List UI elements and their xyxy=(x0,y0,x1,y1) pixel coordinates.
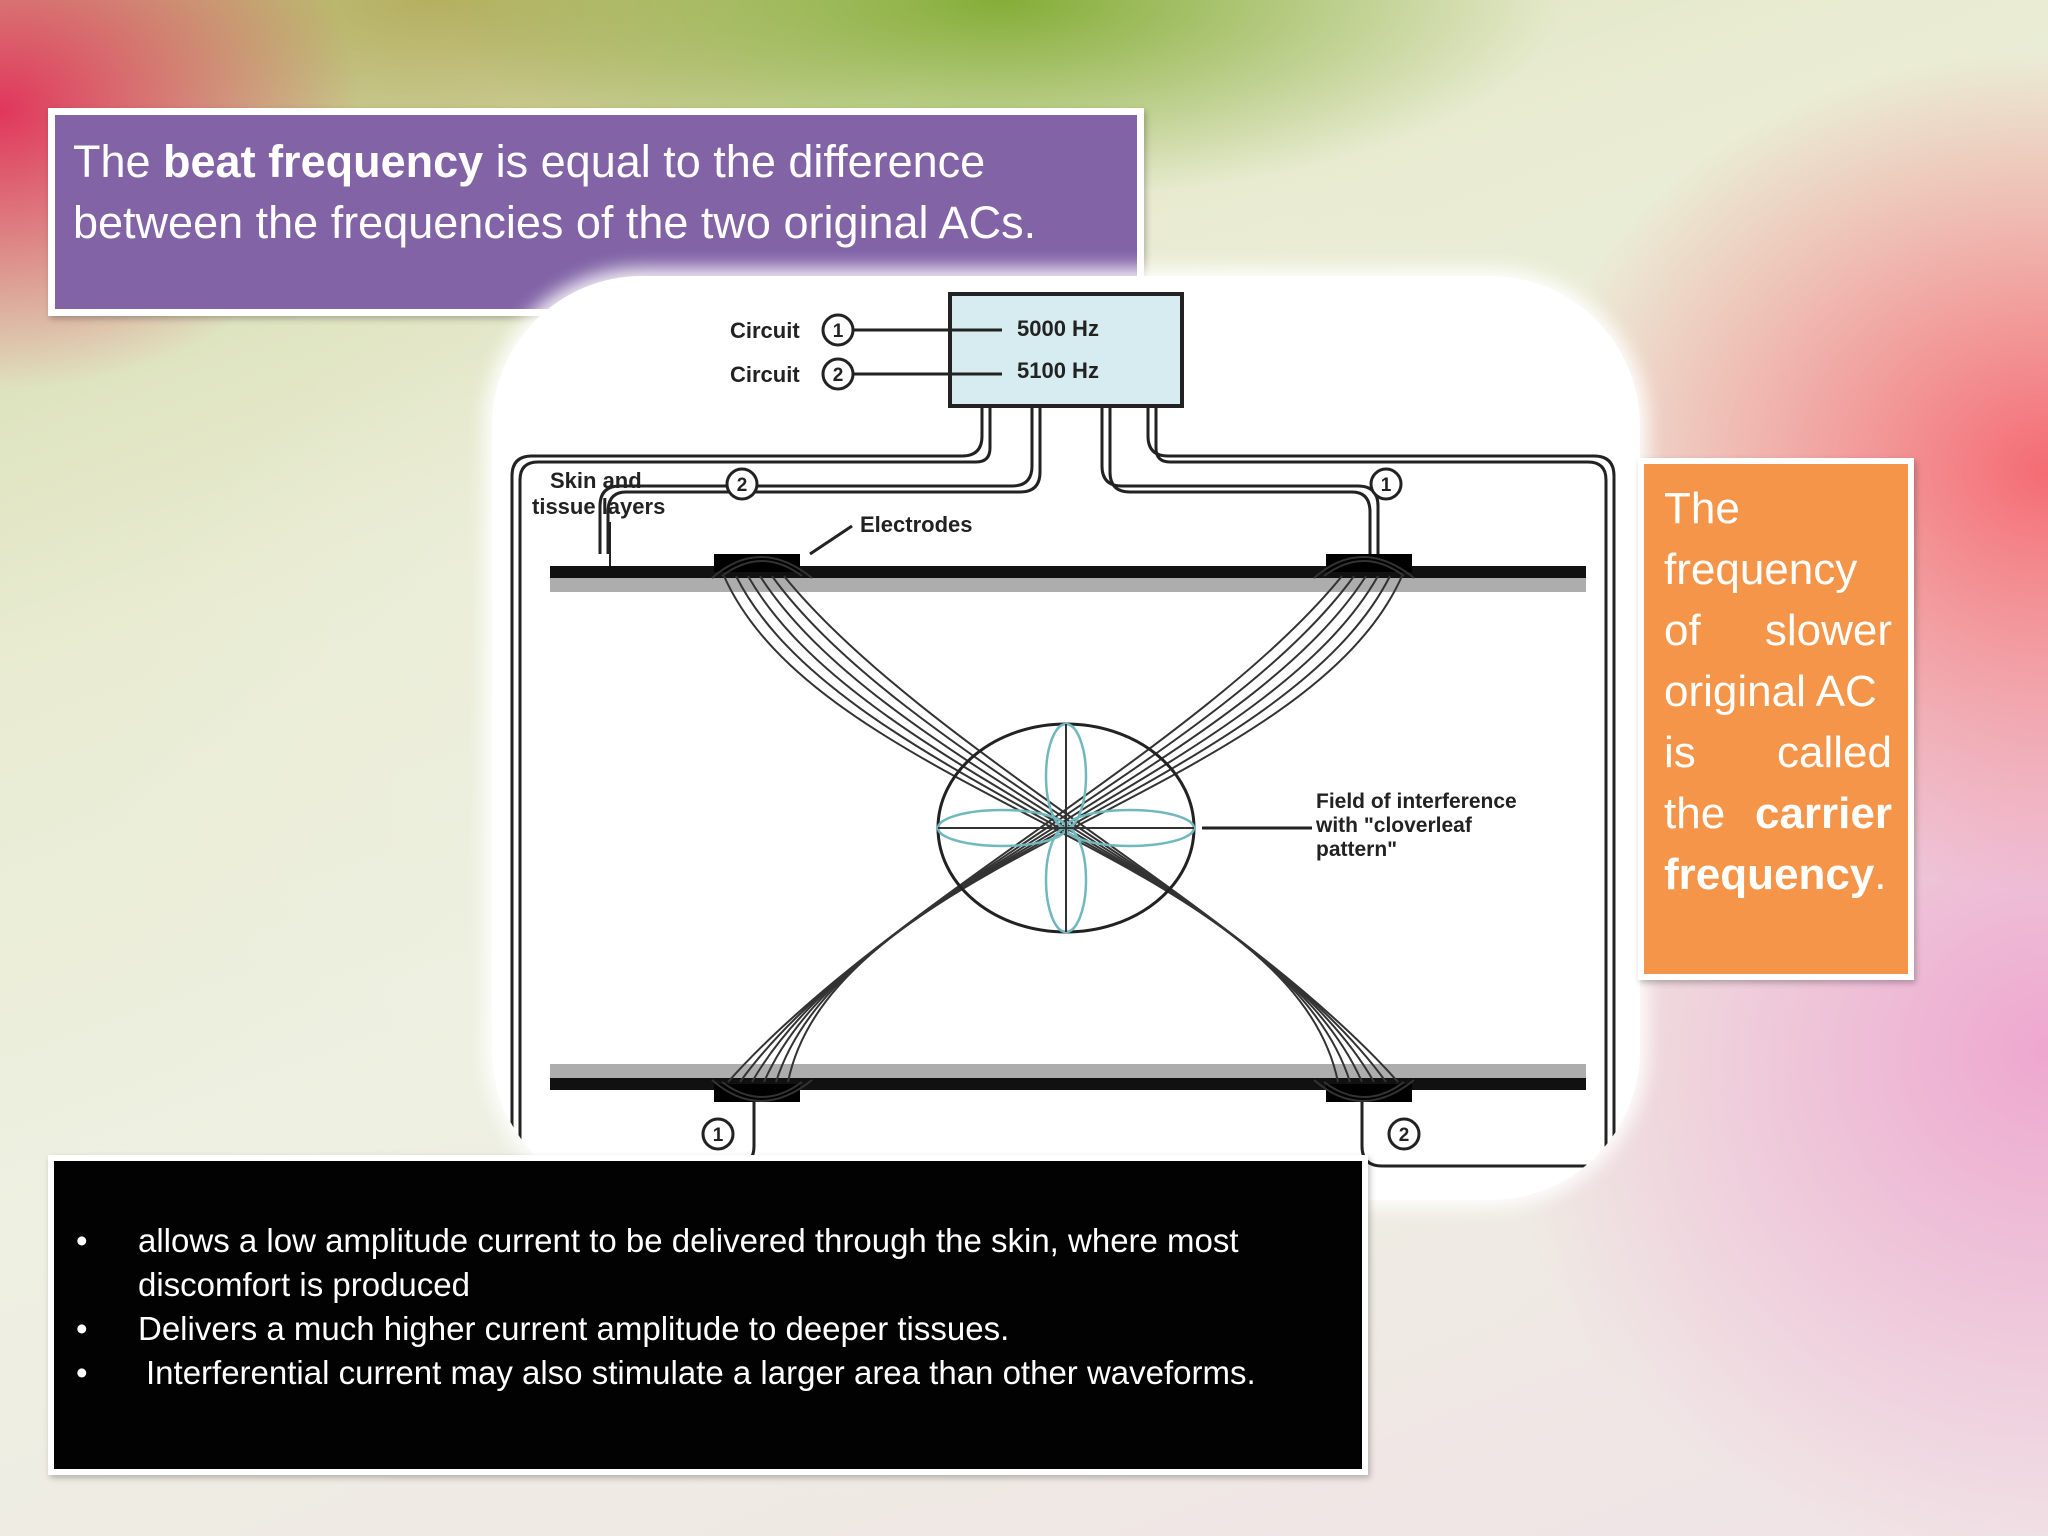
bullet-text: allows a low amplitude current to be del… xyxy=(138,1222,1239,1303)
list-item: • Interferential current may also stimula… xyxy=(54,1351,1342,1395)
carrier-line-2: frequency xyxy=(1664,539,1892,600)
carrier-word-the-2: the xyxy=(1664,789,1726,838)
skin-label-line-2: tissue layers xyxy=(532,494,665,519)
carrier-line-6: the carrier xyxy=(1664,783,1892,844)
carrier-word-slower: slower xyxy=(1764,606,1892,655)
frequency-1-label: 5000 Hz xyxy=(1017,316,1099,341)
electrode-bottom-left xyxy=(714,1084,800,1102)
carrier-word-carrier: carrier xyxy=(1754,789,1892,838)
bottom-tissue-layer xyxy=(550,1064,1586,1078)
circuit-1-label: Circuit xyxy=(730,318,800,343)
frequency-generator-box xyxy=(948,292,1184,408)
carrier-line-4: original AC xyxy=(1664,661,1892,722)
electrode-top-right-number-circle xyxy=(1369,467,1403,501)
carrier-word-the: The xyxy=(1664,484,1740,533)
field-label-line-1: Field of interference xyxy=(1316,790,1517,813)
list-item: • Delivers a much higher current amplitud… xyxy=(54,1307,1342,1351)
frequency-2-label: 5100 Hz xyxy=(1017,358,1099,383)
circuit-2-number: 2 xyxy=(833,365,844,386)
list-item: • allows a low amplitude current to be de… xyxy=(54,1219,1342,1307)
circuit-1-number: 1 xyxy=(833,321,844,342)
beat-frequency-box: The beat frequency is equal to the diffe… xyxy=(48,108,1144,316)
bullet-icon: • xyxy=(76,1310,88,1347)
carrier-line-3: of slower xyxy=(1664,600,1892,661)
carrier-word-is: is xyxy=(1664,728,1696,777)
carrier-word-of: of xyxy=(1664,606,1701,655)
electrode-top-left-number: 2 xyxy=(737,475,748,496)
electrode-bottom-left-number: 1 xyxy=(713,1125,724,1146)
beat-frequency-text-pre: The xyxy=(73,136,164,187)
skin-label-line-1: Skin and xyxy=(550,468,642,493)
carrier-word-original-ac: original AC xyxy=(1664,667,1877,716)
beat-frequency-term: beat frequency xyxy=(163,136,484,187)
carrier-word-frequency-bold: frequency xyxy=(1664,850,1875,899)
carrier-word-called: called xyxy=(1777,728,1892,777)
carrier-line-5: is called xyxy=(1664,722,1892,783)
bullet-text: Delivers a much higher current amplitude… xyxy=(138,1310,1010,1347)
field-label-line-3: pattern" xyxy=(1316,838,1397,861)
electrode-bottom-right-number: 2 xyxy=(1399,1125,1410,1146)
benefits-list: • allows a low amplitude current to be de… xyxy=(54,1219,1342,1395)
electrode-bottom-right xyxy=(1326,1084,1412,1102)
carrier-word-frequency: frequency xyxy=(1664,545,1858,594)
electrode-top-right-number: 1 xyxy=(1381,475,1392,496)
bullet-text: Interferential current may also stimulat… xyxy=(146,1354,1256,1391)
electrode-bottom-right-number-circle xyxy=(1387,1117,1421,1151)
benefits-box: • allows a low amplitude current to be de… xyxy=(48,1155,1368,1475)
bullet-icon: • xyxy=(76,1354,88,1391)
bullet-icon: • xyxy=(76,1222,88,1259)
field-label-line-2: with "cloverleaf xyxy=(1315,814,1473,837)
electrode-bottom-left-number-circle xyxy=(701,1117,735,1151)
carrier-frequency-box: The frequency of slower original AC is cal… xyxy=(1638,458,1914,980)
electrodes-label: Electrodes xyxy=(860,512,973,537)
diagram-svg: 5000 Hz 5100 Hz Circuit Circuit 1 2 Skin… xyxy=(510,292,1616,1168)
carrier-period: . xyxy=(1874,850,1887,899)
interferential-current-diagram: 5000 Hz 5100 Hz Circuit Circuit 1 2 Skin… xyxy=(492,276,1640,1200)
top-tissue-layer xyxy=(550,566,1586,578)
beat-frequency-text-post: is equal to the difference between the f… xyxy=(73,136,1037,248)
electrode-top-left-number-circle xyxy=(725,467,759,501)
generator-leads xyxy=(510,406,1616,1156)
carrier-line-7: frequency. xyxy=(1664,844,1892,905)
carrier-line-1: The xyxy=(1664,478,1892,539)
circuit-2-label: Circuit xyxy=(730,362,800,387)
